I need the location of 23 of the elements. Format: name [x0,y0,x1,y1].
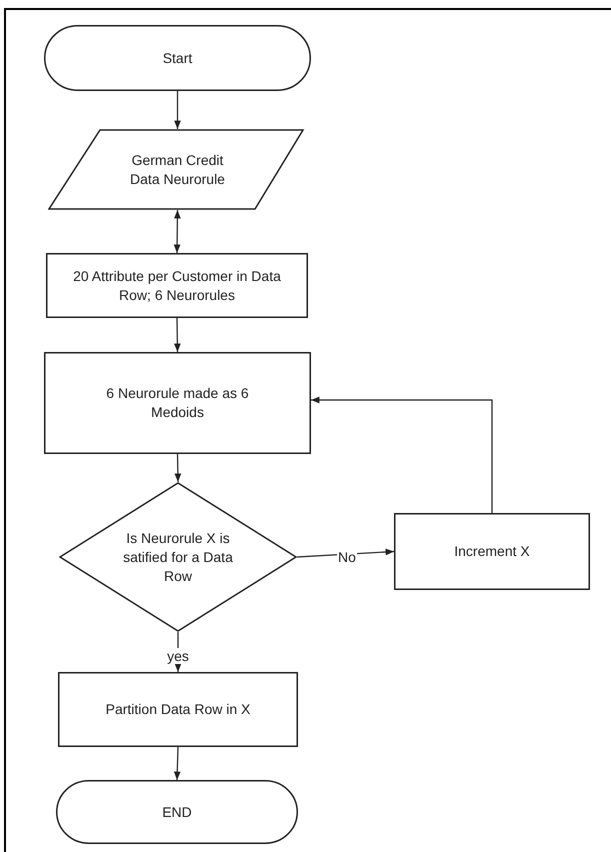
arrow [174,746,181,780]
process-box [44,352,311,454]
arrow [174,91,181,129]
node-label: Is Neurorule X is satified for a Data Row [122,528,234,586]
node-label: Increment X [454,542,530,561]
process-box [58,672,298,747]
arrow [174,318,181,352]
data-parallelogram [48,129,307,210]
process-box [46,253,308,318]
node-label: German Credit Data Neurorule [129,150,226,188]
node-label: 20 Attribute per Customer in Data Row; 6 Neurorules [72,266,282,304]
edge-label: yes [166,648,190,664]
node-label: Start [162,48,192,68]
arrow [174,210,181,253]
process-box [394,513,590,590]
edge-label: No [337,549,357,565]
decision-diamond [59,482,297,632]
node-label: 6 Neurorule made as 6 Medoids [105,384,250,422]
arrow [174,454,182,482]
node-label: Partition Data Row in X [106,700,250,719]
arrow [296,548,394,558]
arrow [311,396,493,513]
node-label: END [162,802,192,822]
